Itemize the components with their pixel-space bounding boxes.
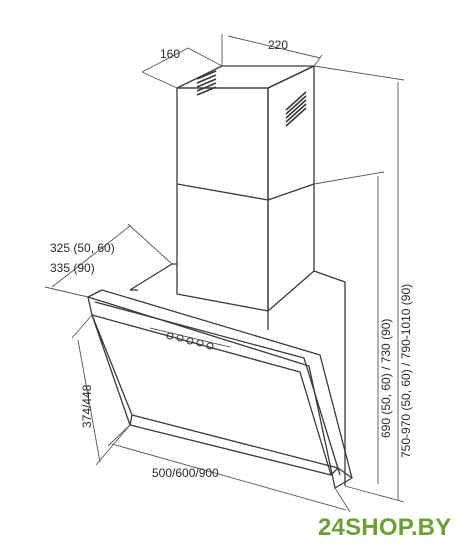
glass-panel-inner — [94, 301, 341, 476]
dim-line-160 — [141, 47, 189, 73]
dim-line-width-bottom — [111, 443, 347, 511]
dim-offset-2: 335 (90) — [50, 261, 95, 275]
dim-width-top: 220 — [268, 38, 288, 52]
dim-height-2: 750-970 (50, 60) / 790-1010 (90) — [399, 284, 413, 458]
watermark: 24SHOP.BY — [318, 514, 452, 541]
chimney-front-face — [176, 87, 269, 312]
glass-panel — [87, 289, 353, 489]
chimney-joint-line — [176, 183, 315, 201]
dim-line-offset — [51, 225, 131, 288]
hood-lower-body — [91, 314, 339, 476]
hood-body-top — [129, 263, 177, 291]
dim-width-bottom: 500/600/900 — [152, 466, 219, 480]
dim-depth-top: 160 — [160, 47, 180, 61]
dim-line-220 — [227, 35, 321, 59]
vent-slots-left — [196, 70, 217, 96]
dim-panel-height: 374/448 — [80, 384, 94, 428]
dim-height-1: 690 (50, 60) / 730 (90) — [379, 319, 393, 438]
dim-offset-1: 325 (50, 60) — [50, 241, 115, 255]
vent-slots-right — [285, 91, 307, 127]
dim-line-panel-height — [77, 339, 101, 463]
chimney-side-face — [267, 65, 315, 312]
chimney-top-face — [176, 65, 315, 89]
